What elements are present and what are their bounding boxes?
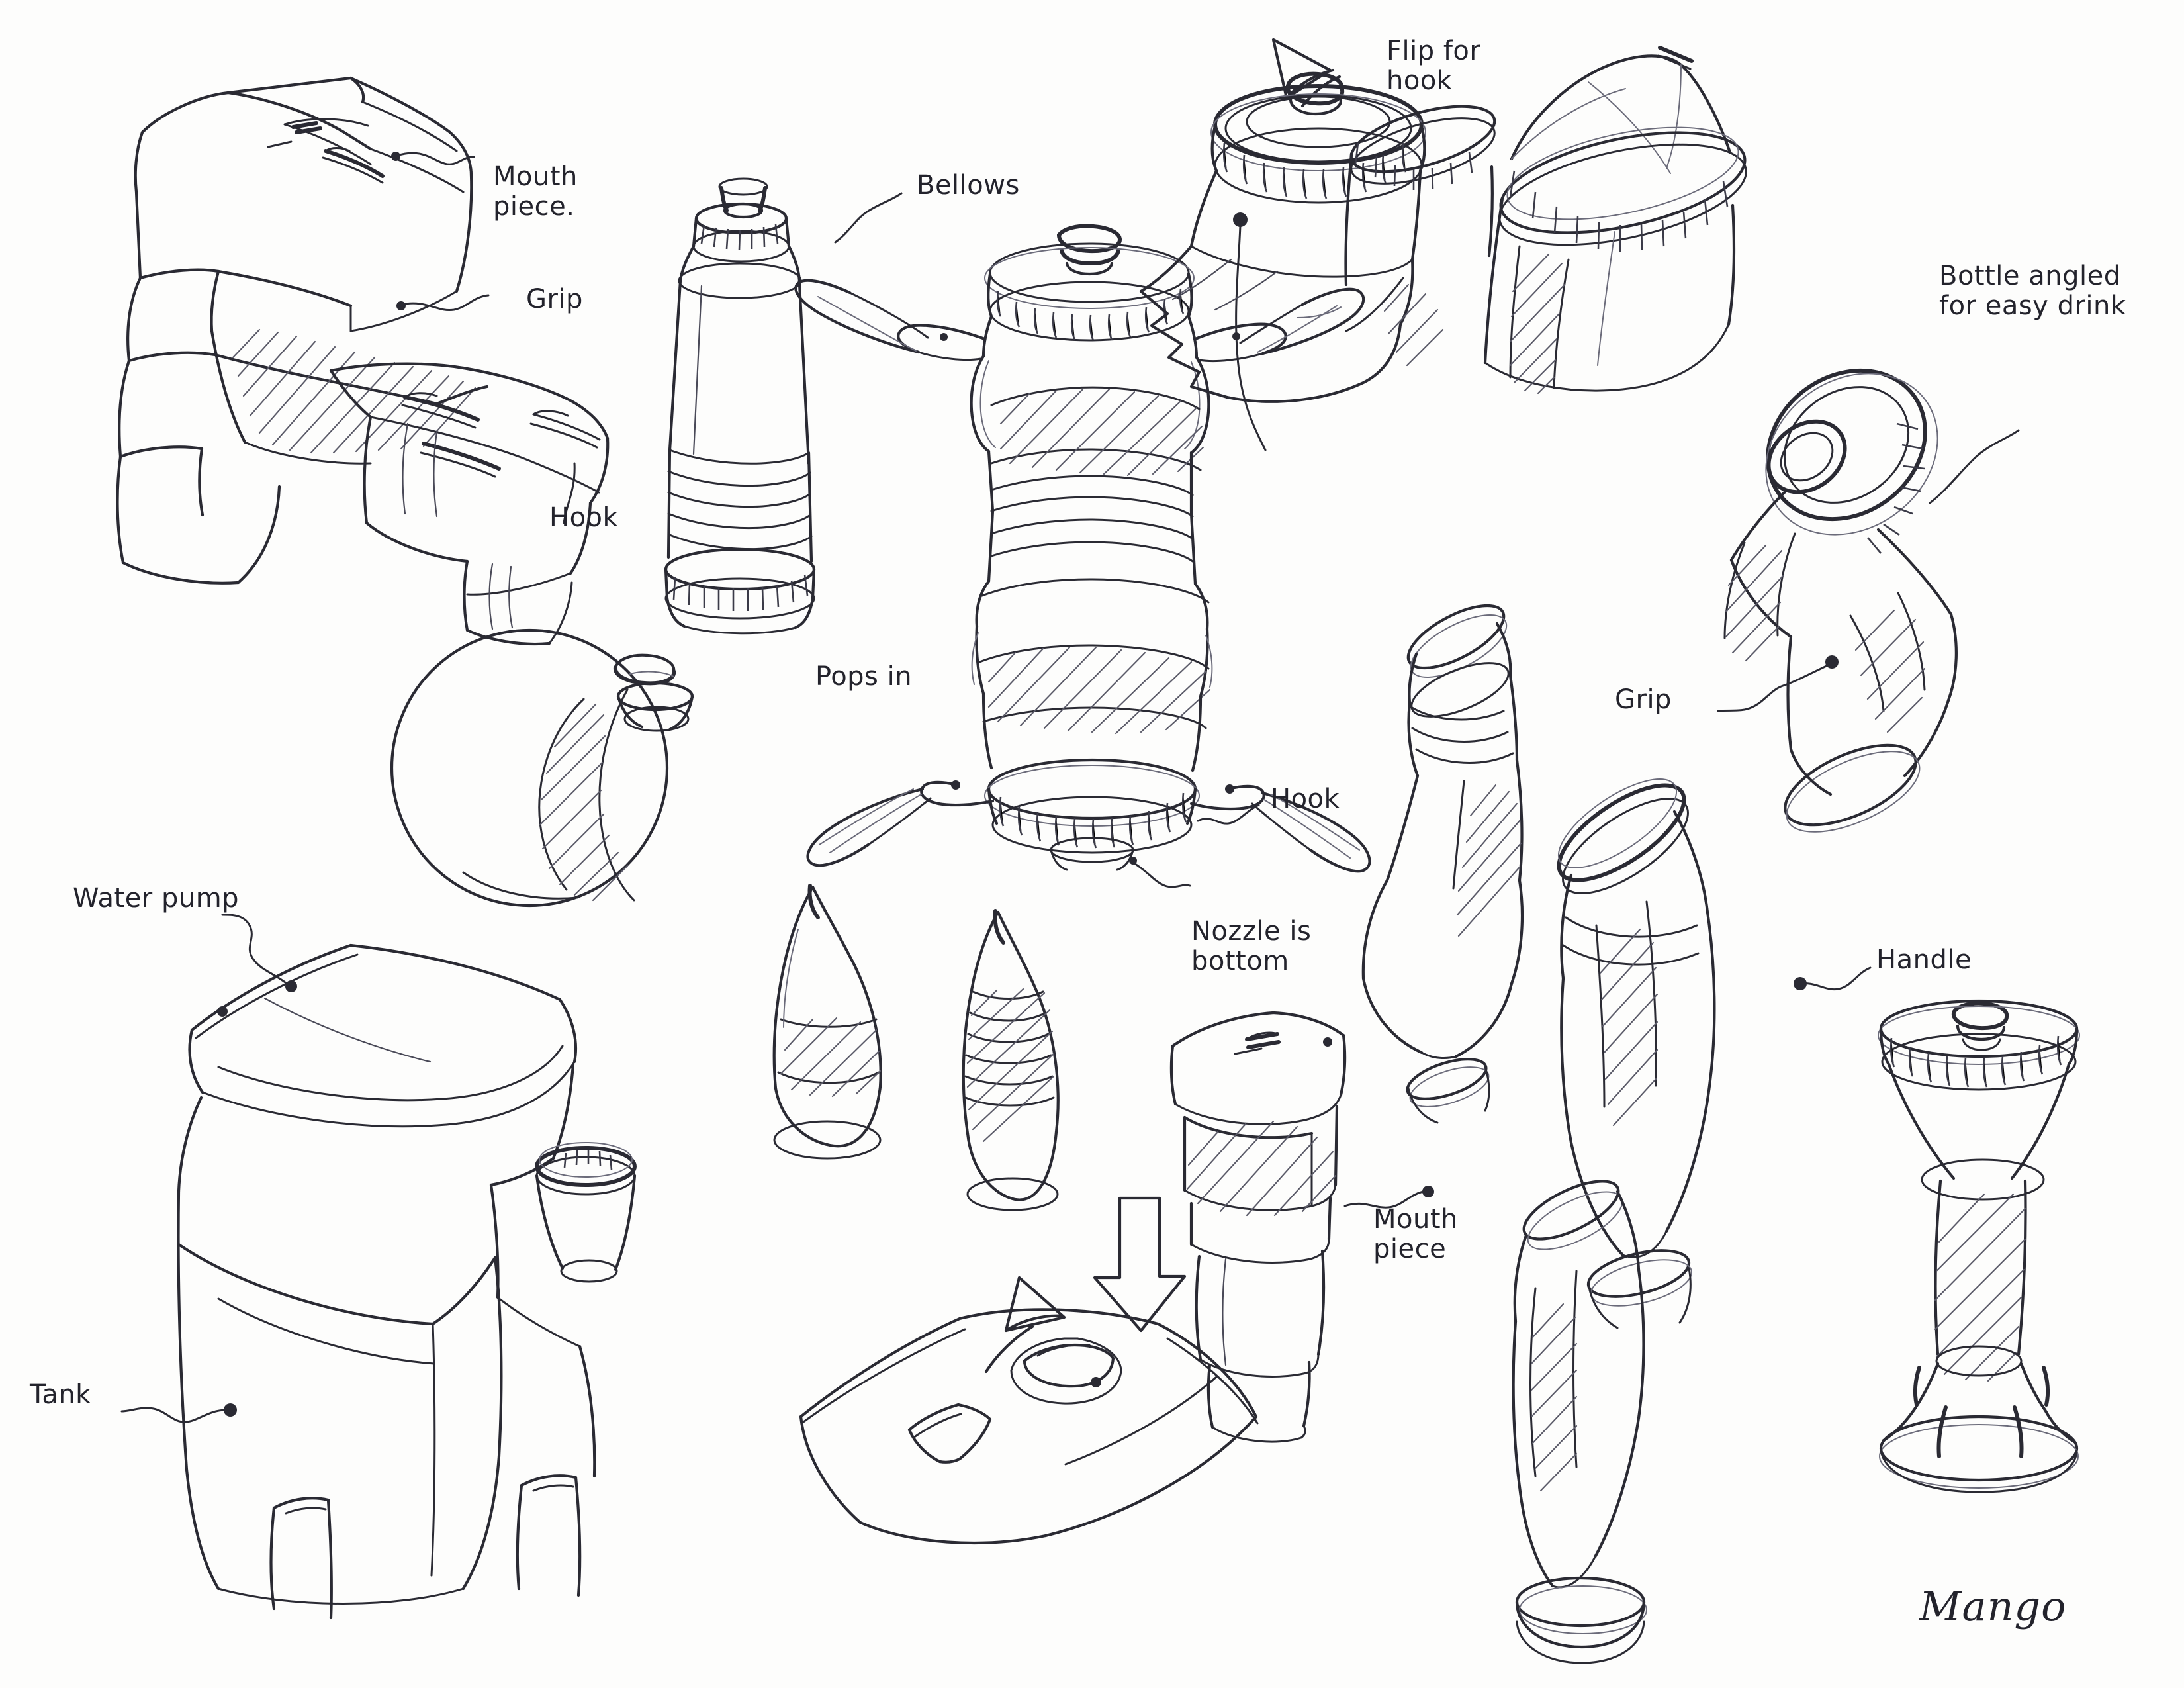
label-mouth-piece-top-left: Mouth piece. <box>493 162 578 222</box>
teardrop-bottle-ribbed <box>962 909 1060 1211</box>
bent-tube-bottle <box>1512 1180 1647 1664</box>
angled-body-bottle <box>1557 778 1872 1329</box>
label-nozzle-is-bottom: Nozzle is bottom <box>1191 916 1312 976</box>
label-hook-top-left: Hook <box>549 502 619 533</box>
faceted-bottle-pair <box>116 76 610 646</box>
curved-neck-bottle <box>1361 604 1524 1124</box>
bellows-bottle-collapsed <box>664 177 903 635</box>
water-dispenser <box>120 914 637 1620</box>
angled-drink-bottle <box>1717 368 2020 833</box>
dock-base <box>799 1196 1259 1544</box>
wide-mouth-bottle <box>1344 46 1747 395</box>
label-tank: Tank <box>30 1380 91 1410</box>
label-mouth-piece-bottom: Mouth piece <box>1373 1204 1458 1264</box>
signature: Mango <box>1919 1582 2067 1630</box>
label-flip-for-hook: Flip for hook <box>1387 36 1481 96</box>
label-handle-right: Handle <box>1876 945 1972 975</box>
label-grip-top-left: Grip <box>526 284 583 314</box>
label-grip-right: Grip <box>1615 684 1672 715</box>
label-bottle-angled-for-easy-drink: Bottle angled for easy drink <box>1939 261 2126 321</box>
funnel-stand-bottle <box>1878 999 2080 1493</box>
bellows-bottle-main <box>794 212 1371 888</box>
teardrop-bottle-plain <box>772 884 882 1160</box>
label-bellows: Bellows <box>917 170 1020 201</box>
label-hook-center: Hook <box>1271 784 1340 814</box>
sphere-bottle <box>390 628 694 908</box>
label-pops-in: Pops in <box>815 661 913 692</box>
label-water-pump: Water pump <box>73 883 240 914</box>
flip-hook-cap <box>1139 38 1426 403</box>
